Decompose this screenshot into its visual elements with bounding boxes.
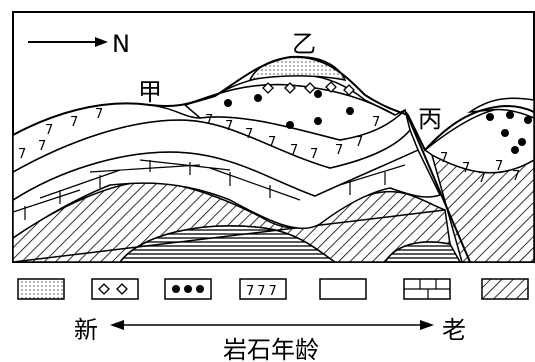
diamond-symbols (262, 81, 355, 96)
svg-text:7: 7 (38, 139, 46, 154)
svg-text:7: 7 (372, 115, 380, 130)
svg-text:7: 7 (478, 171, 486, 186)
svg-text:7: 7 (245, 127, 253, 142)
legend-blank-swatch (319, 278, 367, 300)
seven-symbols: 7 7 7 7 7 7 7 7 7 7 7 7 7 7 7 7 7 7 7 (18, 107, 520, 186)
dot-symbols (224, 90, 532, 154)
north-arrow-icon (95, 37, 108, 47)
age-young-label: 新 (74, 316, 98, 344)
svg-text:7: 7 (462, 161, 470, 176)
age-arrow-right-icon (420, 320, 434, 330)
ground-surface (13, 55, 534, 152)
legend-dotted-swatch (17, 278, 65, 300)
svg-text:7: 7 (290, 143, 298, 158)
legend-seven-swatch (239, 278, 287, 300)
svg-text:7: 7 (512, 169, 520, 184)
svg-text:7: 7 (440, 151, 448, 166)
fault-line (405, 111, 471, 262)
svg-text:7: 7 (18, 147, 26, 162)
svg-text:7: 7 (310, 147, 318, 162)
svg-text:7: 7 (45, 123, 53, 138)
svg-text:7: 7 (268, 135, 276, 150)
dot-stratum-right (467, 97, 534, 119)
north-label: N (112, 30, 130, 58)
svg-text:7: 7 (225, 119, 233, 134)
svg-text:7: 7 (355, 135, 363, 150)
svg-text:7: 7 (335, 143, 343, 158)
legend: 777 (17, 278, 529, 300)
age-old-label: 老 (442, 316, 466, 344)
place-yi-label: 乙 (292, 30, 316, 58)
hatched-stratum (13, 181, 451, 262)
svg-text:7: 7 (95, 107, 103, 122)
age-axis-label: 岩石年龄 (223, 336, 319, 362)
age-arrow-left-icon (110, 320, 124, 330)
svg-text:777: 777 (246, 284, 280, 299)
svg-text:7: 7 (495, 159, 503, 174)
svg-text:7: 7 (205, 113, 213, 128)
place-jia-label: 甲 (138, 78, 162, 106)
svg-text:7: 7 (70, 115, 78, 130)
brick-lines (13, 159, 406, 220)
legend-hatch-swatch (481, 278, 529, 300)
place-bing-label: 丙 (418, 105, 442, 133)
